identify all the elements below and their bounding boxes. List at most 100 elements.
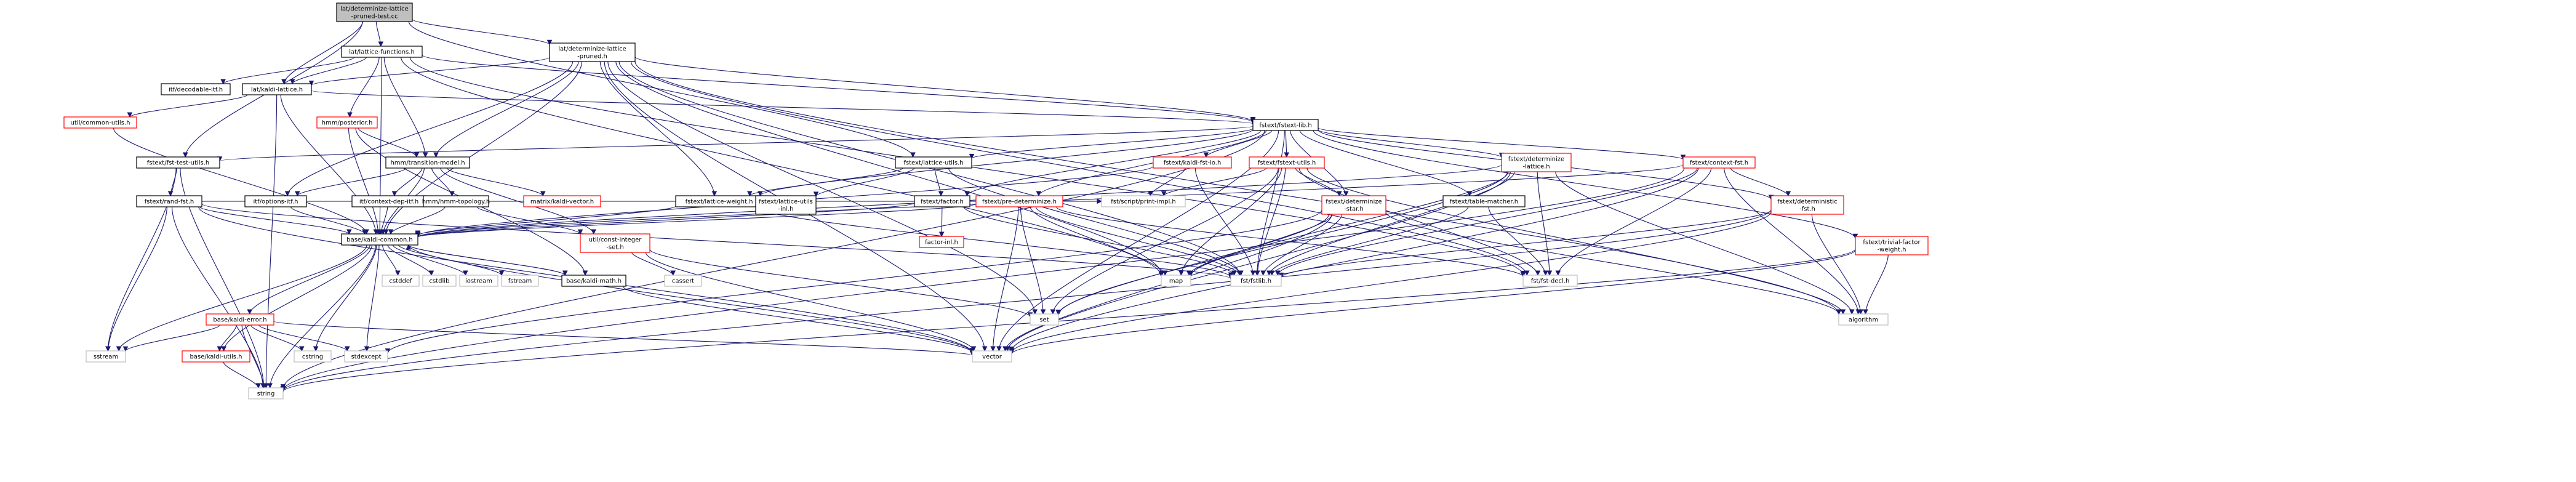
node-iostream: iostream (459, 275, 498, 287)
edge-transmodel-to-kaldivector (446, 167, 546, 197)
node-label: -pruned.h (577, 54, 607, 60)
node-label: map (1169, 278, 1183, 285)
edge-detpruned-to-set (607, 61, 1038, 315)
node-kaldiutils[interactable]: base/kaldi-utils.h (182, 350, 250, 363)
node-box (63, 116, 137, 129)
node-label: fstext/determinize (1508, 156, 1564, 163)
node-box (206, 313, 274, 326)
edge-randfst-to-sstream (105, 206, 167, 352)
node-optionsitf[interactable]: itf/options-itf.h (244, 195, 307, 207)
edge-kaldicommon-to-stdexcept (364, 244, 380, 352)
node-constint[interactable]: util/const-integer-set.h (580, 233, 650, 253)
edge-fstlib-to-detlattice (1318, 129, 1505, 158)
node-label: fstext/trivial-factor (1863, 239, 1921, 246)
edge-factor-to-factorinl (938, 206, 945, 238)
nodes-layer: lat/determinize-lattice-pruned-test.ccla… (63, 2, 1929, 400)
edge-contextdep-to-kaldicommon (378, 206, 388, 235)
node-box (385, 156, 470, 169)
node-kaldierror[interactable]: base/kaldi-error.h (206, 313, 274, 326)
node-decodable[interactable]: itf/decodable-itf.h (161, 83, 231, 95)
node-detstar[interactable]: fstext/determinize-star.h (1321, 195, 1386, 215)
node-detpruned[interactable]: lat/determinize-lattice-pruned.h (549, 42, 636, 62)
node-box (975, 195, 1063, 207)
edge-determinfst-to-algorithm (1811, 214, 1863, 315)
node-box (294, 350, 332, 363)
edge-predet-to-fstfstlib (1035, 206, 1242, 276)
edge-fstextutils-to-fstdecl (1298, 167, 1541, 276)
node-box (1522, 275, 1578, 287)
edge-kaldicommon-to-kaldierror (247, 244, 370, 315)
node-contextdep[interactable]: itf/context-dep-itf.h (351, 195, 426, 207)
node-algorithm: algorithm (1838, 313, 1889, 326)
node-tablematcher[interactable]: fstext/table-matcher.h (1442, 195, 1526, 207)
node-box (523, 195, 601, 207)
edge-randfst-to-kaldicommon (199, 206, 352, 235)
node-detlattice[interactable]: fstext/determinize-lattice.h (1501, 153, 1572, 172)
node-fstextutils[interactable]: fstext/fstext-utils.h (1249, 156, 1325, 169)
node-trivialfactor[interactable]: fstext/trivial-factor-weight.h (1855, 236, 1929, 255)
node-box (1249, 156, 1325, 169)
edge-kaldimath-to-vector (622, 286, 975, 354)
node-randfst[interactable]: fstext/rand-fst.h (136, 195, 202, 207)
node-commonutils[interactable]: util/common-utils.h (63, 116, 137, 129)
node-predet[interactable]: fstext/pre-determinize.h (975, 195, 1063, 207)
node-label: itf/context-dep-itf.h (359, 199, 418, 206)
edge-latfunc-to-map (401, 57, 1164, 278)
edge-kaldicommon-to-kaldiutils (221, 244, 372, 352)
node-box (136, 195, 202, 207)
edge-optionsitf-to-kaldicommon (290, 206, 367, 235)
node-posterior[interactable]: hmm/posterior.h (316, 116, 378, 129)
node-kaldilattice[interactable]: lat/kaldi-lattice.h (242, 83, 312, 95)
edge-fstextutils-to-printimpl (1161, 167, 1267, 197)
edge-predet-to-vector (990, 206, 1019, 352)
node-label: -set.h (606, 244, 623, 251)
edge-fstlib-to-fstextutils (1284, 130, 1290, 158)
node-box (161, 83, 231, 95)
edge-transmodel-to-contextdep (391, 167, 423, 197)
node-fstream: fstream (501, 275, 539, 287)
node-kaldivector[interactable]: matrix/kaldi-vector.h (523, 195, 601, 207)
node-label: base/kaldi-math.h (566, 278, 622, 285)
edge-latutils-to-fstfstlib (948, 167, 1244, 276)
node-box (182, 350, 250, 363)
node-box (136, 156, 220, 169)
edge-latfunc-to-decodable (220, 57, 355, 85)
node-label: cassert (672, 278, 694, 285)
node-kaldifstio[interactable]: fstext/kaldi-fst-io.h (1153, 156, 1232, 169)
node-label: fst/script/print-impl.h (1111, 199, 1176, 206)
node-box (459, 275, 498, 287)
edge-posterior-to-kaldicommon (348, 127, 381, 235)
node-latutils[interactable]: fstext/lattice-utils.h (895, 156, 972, 169)
node-label: hmm/hmm-topology.h (422, 199, 490, 206)
edge-detpruned-to-latweight (599, 61, 718, 197)
node-latweight[interactable]: fstext/lattice-weight.h (675, 195, 763, 207)
node-contextfst[interactable]: fstext/context-fst.h (1682, 156, 1756, 169)
node-fstlib[interactable]: fstext/fstext-lib.h (1252, 119, 1319, 131)
edge-kaldifstio-to-fstfstlib (1194, 167, 1256, 276)
node-label: lat/lattice-functions.h (349, 49, 415, 56)
node-factor[interactable]: fstext/factor.h (914, 195, 970, 207)
edge-fstlib-to-predet (1036, 130, 1267, 197)
node-label: hmm/posterior.h (322, 120, 373, 127)
node-label: fst/fstlib.h (1241, 278, 1271, 285)
node-label: string (257, 391, 275, 398)
node-label: lat/determinize-lattice (558, 46, 626, 53)
edge-root-to-kaldilattice (281, 21, 364, 85)
node-latfunc[interactable]: lat/lattice-functions.h (341, 46, 423, 58)
node-label: base/kaldi-error.h (213, 317, 266, 324)
node-kaldimath[interactable]: base/kaldi-math.h (561, 275, 626, 287)
edge-detlattice-to-fstfstlib (1266, 171, 1515, 276)
node-hmmtopo[interactable]: hmm/hmm-topology.h (422, 195, 490, 207)
node-label: fstream (508, 278, 532, 285)
edge-transmodel-to-hmmtopo (431, 167, 455, 197)
node-determinfst[interactable]: fstext/deterministic-fst.h (1770, 195, 1844, 215)
node-fsttestutils[interactable]: fstext/fst-test-utils.h (136, 156, 220, 169)
node-box (244, 195, 307, 207)
edge-latfunc-to-kaldilattice (289, 57, 367, 85)
node-transmodel[interactable]: hmm/transition-model.h (385, 156, 470, 169)
node-set: set (1030, 313, 1059, 326)
node-kaldicommon[interactable]: base/kaldi-common.h (341, 233, 418, 246)
node-factorinl[interactable]: factor-inl.h (919, 236, 964, 248)
node-box (895, 156, 972, 169)
node-latutilsinl[interactable]: fstext/lattice-utils-inl.h (755, 195, 817, 215)
